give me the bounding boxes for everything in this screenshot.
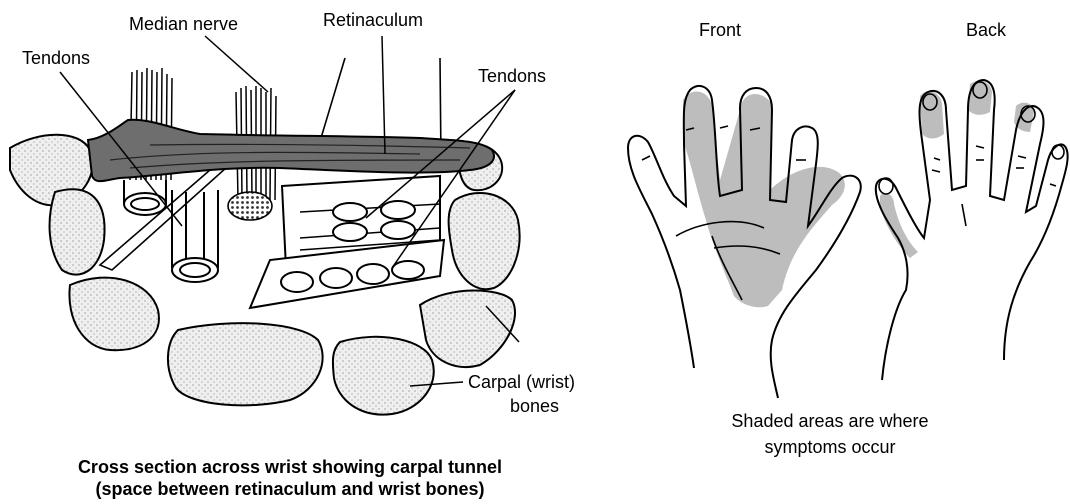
front-hand-shading — [683, 91, 845, 307]
symptom-note-line2: symptoms occur — [700, 436, 960, 458]
ligament-triangle — [100, 168, 226, 270]
retinaculum-label: Retinaculum — [323, 10, 423, 30]
back-hand-shading — [880, 81, 1034, 258]
retinaculum-band — [88, 120, 494, 181]
symptom-note-line1: Shaded areas are where — [700, 410, 960, 432]
front-label: Front — [699, 20, 741, 40]
carpal-bone — [420, 290, 515, 367]
carpal-bone — [449, 193, 520, 289]
tendons-label-right: Tendons — [478, 66, 546, 86]
back-hand — [876, 80, 1068, 380]
carpal-bone — [50, 189, 105, 274]
carpal-bones-label-line1: Carpal (wrist) — [468, 372, 575, 392]
median-nerve-section — [228, 192, 272, 220]
cross-section-caption-line2: (space between retinaculum and wrist bon… — [30, 478, 550, 500]
cross-section-diagram — [10, 36, 520, 415]
tendons-label-left: Tendons — [22, 48, 90, 68]
back-label: Back — [966, 20, 1006, 40]
cross-section-caption-line1: Cross section across wrist showing carpa… — [30, 456, 550, 478]
carpal-bones-label-line2: bones — [510, 396, 559, 416]
back-hand-outline — [876, 80, 1068, 380]
carpal-bone — [168, 323, 323, 405]
median-nerve-label: Median nerve — [129, 14, 238, 34]
tendon-cylinder-left-2 — [172, 190, 218, 282]
front-hand — [628, 86, 861, 398]
carpal-bone — [333, 337, 434, 415]
hands-diagram — [628, 80, 1068, 398]
carpal-bone — [69, 278, 158, 351]
